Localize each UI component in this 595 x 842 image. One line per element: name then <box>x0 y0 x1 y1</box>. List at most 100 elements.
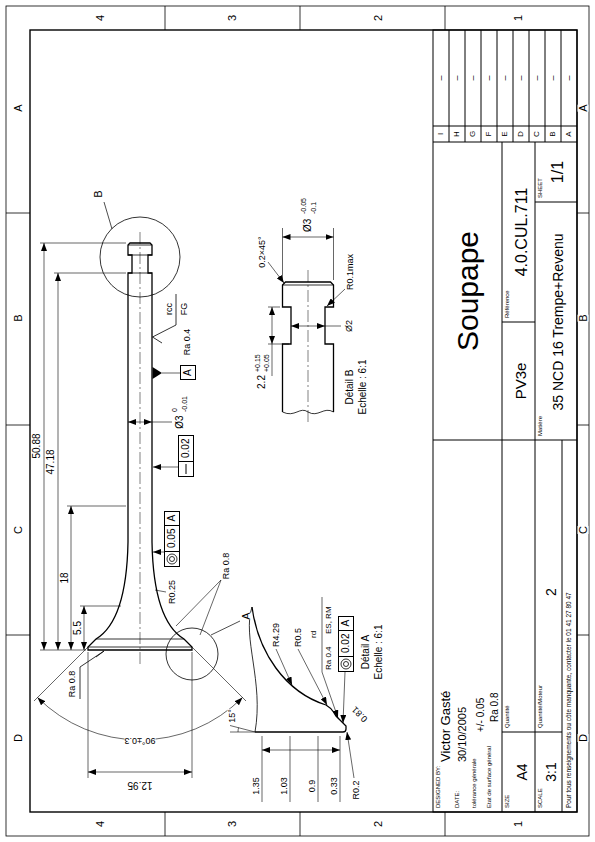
title-block-text: Quantité/Moteur <box>537 685 543 728</box>
symbol-circle <box>344 662 349 667</box>
leader-line <box>268 262 284 283</box>
dimension-text: Ø2 <box>345 320 354 332</box>
symbol-circle <box>170 557 175 562</box>
title-block-text: 3:1 <box>544 762 558 781</box>
dimension-text: 90°±0.3 <box>124 736 155 745</box>
dimension-text: 0.33 <box>330 777 339 795</box>
title-block-text: PV3e <box>513 363 528 400</box>
title-block-text: DESIGNED BY: <box>435 766 441 808</box>
revision-text: E <box>501 131 509 136</box>
surface-note: FG <box>180 303 189 316</box>
drawing-line <box>88 202 240 680</box>
dimension-line <box>262 750 340 751</box>
title-block-text: Ra 0.8 <box>490 693 500 722</box>
dimension-line <box>128 422 152 423</box>
frame-cell: 0.02 <box>339 631 353 657</box>
title-block-text: 1/1 <box>550 161 566 183</box>
dimension-line <box>283 237 334 238</box>
angle-arc <box>238 728 240 732</box>
leader-line <box>176 580 221 635</box>
zone-number: 2 <box>373 15 384 21</box>
zone-letter: B <box>13 314 24 321</box>
revision-text: – <box>485 75 494 80</box>
revision-text: I <box>437 133 445 135</box>
leader-line <box>298 649 327 705</box>
title-block-text: Matière <box>537 416 543 436</box>
title-block-text: Victor Gasté <box>439 691 452 762</box>
revision-row-line <box>513 30 514 142</box>
leader-line <box>322 672 338 718</box>
revision-text: – <box>517 75 526 80</box>
title-block-text: SIZE <box>504 795 510 808</box>
revision-text: B <box>549 131 557 136</box>
title-block-text: 30/10/2005 <box>457 707 468 762</box>
dimension-line <box>291 326 325 327</box>
leader-line <box>104 202 112 229</box>
revision-row-line <box>545 30 546 142</box>
feature-control-frame: 0.05A <box>164 511 180 567</box>
dimension-text: 47.18 <box>46 449 56 474</box>
title-block-text: Référence <box>504 290 510 318</box>
title-block <box>433 30 577 812</box>
dimension-text: 0.2×45° <box>258 236 267 267</box>
revision-row-line <box>497 30 498 142</box>
datum-box: A <box>180 365 196 380</box>
radius-note: R0.1max <box>346 254 355 290</box>
roughness-bar <box>322 597 323 672</box>
drawing-line <box>249 607 346 732</box>
revision-text: – <box>501 75 510 80</box>
zone-number: 3 <box>227 15 238 21</box>
title-block-text: Etat de surface général <box>486 746 492 808</box>
dimension-line <box>272 344 273 376</box>
dimension-line <box>272 307 273 344</box>
datum-triangle <box>153 367 163 379</box>
frame-cell: 0.02 <box>179 436 193 462</box>
valve-edges <box>88 245 192 647</box>
detail-outline <box>252 607 346 732</box>
revision-text: – <box>469 75 478 80</box>
dimension-text: 0.81 <box>351 705 370 724</box>
drawing-line <box>433 30 577 812</box>
leader-line <box>276 649 292 685</box>
drawing-line <box>230 597 354 802</box>
roughness-symbol <box>80 651 104 699</box>
roughness-symbol <box>153 294 177 343</box>
symbol-circle <box>167 554 177 564</box>
title-block-text: SCALE <box>537 788 543 808</box>
frame <box>30 30 577 812</box>
dimension-text: 5.5 <box>73 621 83 635</box>
drawing-line <box>6 6 589 836</box>
title-block-text: 2 <box>544 588 558 596</box>
surface-note: ES, RM <box>325 606 333 634</box>
surface-note: Ra 0.8 <box>222 553 231 580</box>
radius-note: R0.5 <box>294 628 303 647</box>
revision-row-line <box>561 30 562 142</box>
revision-row-line <box>481 30 482 142</box>
dimension-text: 1.35 <box>252 777 261 795</box>
zone-letter: A <box>13 104 24 111</box>
symbol-circle <box>341 659 351 669</box>
drawing-line <box>283 270 334 422</box>
symbol-line <box>186 464 187 474</box>
title-block-text: Pour tous renseignements ou côte manquan… <box>566 592 573 808</box>
dimension-text: 12.95 <box>127 780 152 790</box>
title-block-text: 4.0.CUL.711 <box>514 188 530 277</box>
frame-cell: A <box>339 617 353 631</box>
zone-letter: D <box>578 734 589 742</box>
straightness-symbol <box>179 462 193 476</box>
surface-note: rd <box>310 631 318 638</box>
leader-line <box>153 552 164 553</box>
zone-letter: A <box>578 104 589 111</box>
dimension-text: 1.03 <box>280 777 289 795</box>
leader-line <box>211 621 240 635</box>
dimension-line <box>71 506 72 650</box>
feature-control-frame: 0.02A <box>338 616 354 672</box>
surface-note: Ra 0.8 <box>68 671 77 698</box>
revision-text: F <box>485 132 493 137</box>
title-block-text: Soupape <box>453 231 483 351</box>
zone-ticks <box>6 6 589 836</box>
tolerance-text: -0.05 <box>300 198 307 214</box>
angle-line <box>230 726 255 733</box>
leader-line <box>155 590 166 592</box>
